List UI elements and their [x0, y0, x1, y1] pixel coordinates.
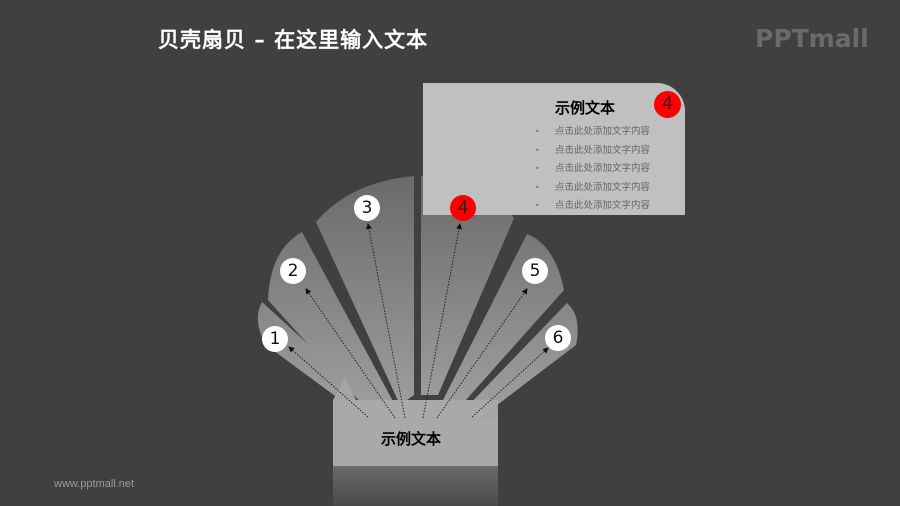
segment-badge-6[interactable]: 6 [545, 325, 571, 351]
callout-bullet-list: 点击此处添加文字内容 点击此处添加文字内容 点击此处添加文字内容 点击此处添加文… [535, 123, 650, 216]
bullet-item[interactable]: 点击此处添加文字内容 [535, 197, 650, 216]
arrow-1 [288, 346, 369, 418]
segment-badge-1[interactable]: 1 [262, 326, 288, 352]
arrow-6 [471, 347, 549, 418]
segment-badge-2[interactable]: 2 [280, 258, 306, 284]
callout-number-badge: 4 [654, 91, 681, 118]
bullet-item[interactable]: 点击此处添加文字内容 [535, 123, 650, 142]
bullet-item[interactable]: 点击此处添加文字内容 [535, 160, 650, 179]
shell-base-label[interactable]: 示例文本 [381, 430, 442, 448]
bullet-item[interactable]: 点击此处添加文字内容 [535, 179, 650, 198]
segment-badge-3[interactable]: 3 [354, 195, 380, 221]
arrow-2 [305, 288, 396, 419]
shell-segment-3 [316, 176, 414, 405]
page-title: 贝壳扇贝 – 在这里输入文本 [158, 28, 429, 52]
arrow-5 [436, 288, 528, 419]
footer-url: www.pptmall.net [54, 478, 135, 490]
callout-title: 示例文本 [555, 99, 616, 117]
shell-segment-4 [421, 176, 514, 395]
shell-base-shadow [333, 466, 498, 506]
bullet-item[interactable]: 点击此处添加文字内容 [535, 142, 650, 161]
brand-logo: PPTmall [755, 24, 869, 53]
segment-badge-5[interactable]: 5 [522, 258, 548, 284]
segment-badge-4[interactable]: 4 [450, 195, 476, 221]
